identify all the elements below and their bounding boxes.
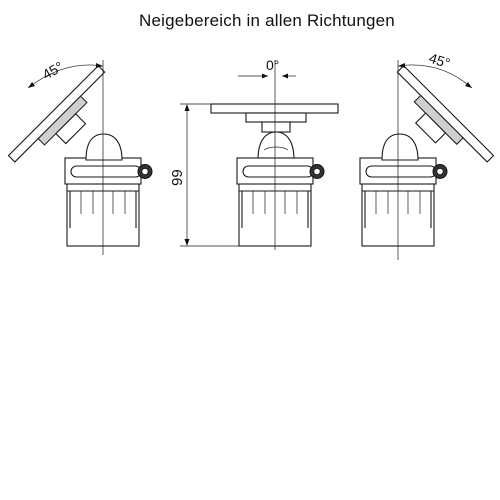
- diagram-title: Neigebereich in allen Richtungen: [139, 11, 395, 30]
- left-view: 45°: [7, 58, 153, 255]
- center-angle-label: 0°: [266, 57, 279, 73]
- left-angle-label: 45°: [40, 58, 66, 82]
- center-height-label: 99: [169, 169, 186, 186]
- right-view: 45°: [359, 50, 495, 260]
- center-view: 0° 99: [169, 57, 339, 250]
- right-angle-label: 45°: [427, 50, 452, 72]
